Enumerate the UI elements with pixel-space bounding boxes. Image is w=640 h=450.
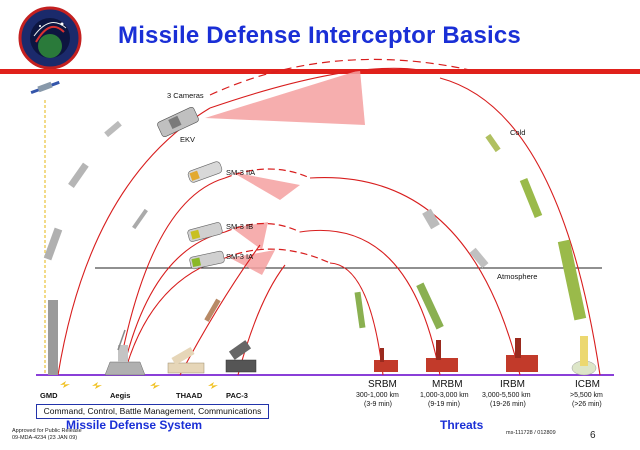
irbm-time: (19-26 min) (490, 401, 526, 408)
doc-code: ms-111728 / 012809 (506, 430, 556, 436)
threats-label: Threats (440, 418, 484, 432)
thaad-missile (204, 298, 221, 322)
sm3-ib-sensor-cone (232, 222, 268, 250)
icbm-rv (485, 133, 501, 153)
icbm-missile (557, 239, 587, 321)
ekv-vehicle (157, 106, 199, 138)
aegis-upper-missile (132, 208, 148, 230)
sm3-iia-dashed (224, 168, 311, 179)
srbm-launcher (374, 348, 398, 372)
srbm-time: (3-9 min) (364, 401, 392, 408)
thaad-launcher (167, 347, 205, 374)
gmd-booster (43, 120, 122, 375)
pac3-label: PAC-3 (226, 391, 248, 400)
icbm-time: (>26 min) (572, 401, 602, 408)
mda-logo (18, 6, 82, 70)
approval-line: Approved for Public Release (12, 428, 82, 434)
sm3-iia-sensor-cone (232, 172, 300, 200)
sm3-ia-label: SM-3 IA (226, 252, 253, 261)
irbm-name: IRBM (500, 379, 525, 390)
missile-defense-system-label: Missile Defense System (66, 418, 203, 432)
sm3-iia-missile (187, 161, 223, 183)
satellite-icon (30, 80, 60, 95)
srbm-name: SRBM (368, 379, 397, 390)
slide-title: Missile Defense Interceptor Basics (118, 22, 521, 49)
srbm-missile (354, 291, 366, 329)
ekv-trajectory (209, 67, 421, 109)
icbm-trajectory (439, 77, 601, 376)
comm-signals (60, 381, 218, 389)
mrbm-range: 1,000-3,000 km (420, 392, 469, 399)
title-rule (0, 69, 640, 74)
cold-label: Cold (510, 128, 525, 137)
page-number: 6 (590, 430, 596, 441)
mrbm-time: (9-19 min) (428, 401, 460, 408)
sm3-iia-trajectory (117, 177, 226, 376)
gmd-label: GMD (40, 391, 58, 400)
approval-code: 09-MDA-4234 (23 JAN 09) (12, 435, 78, 441)
icbm-name: ICBM (575, 379, 600, 390)
sm3-iia-label: SM-3 IIA (226, 168, 255, 177)
irbm-missile (469, 247, 489, 269)
srbm-range: 300-1,000 km (356, 392, 399, 399)
sm3-ib-label: SM-3 IB (226, 222, 253, 231)
ekv-cameras-label: 3 Cameras (167, 91, 204, 100)
ekv-sensor-cone (205, 70, 365, 125)
atmosphere-label: Atmosphere (497, 272, 537, 281)
srbm-trajectory (329, 262, 384, 376)
mrbm-launcher (426, 340, 458, 372)
irbm-launcher (506, 338, 538, 372)
sm3-ia-dashed (224, 248, 331, 264)
pac3-launcher (225, 340, 257, 373)
sm3-ib-trajectory (121, 231, 226, 376)
ekv-label: EKV (180, 135, 195, 144)
mrbm-missile (416, 282, 444, 330)
irbm-range: 3,000-5,500 km (482, 392, 531, 399)
icbm-upper-stage (519, 177, 543, 219)
ekv-dashed (209, 58, 471, 96)
irbm-trajectory (309, 176, 521, 376)
thaad-label: THAAD (176, 391, 203, 400)
sm3-ia-sensor-cone (230, 250, 275, 275)
command-control-box: Command, Control, Battle Management, Com… (36, 404, 269, 419)
mrbm-trajectory (299, 229, 441, 376)
approval-note: Approved for Public Release 09-MDA-4234 … (12, 428, 82, 442)
sm3-ia-missile (189, 250, 225, 270)
thaad-trajectory (179, 244, 261, 376)
irbm-reentry (422, 208, 440, 230)
sm3-ib-missile (187, 222, 223, 242)
aegis-ship (104, 329, 146, 376)
pac3-trajectory (237, 264, 286, 376)
mrbm-name: MRBM (432, 379, 463, 390)
sm3-ib-dashed (224, 223, 301, 233)
aegis-label: Aegis (110, 391, 130, 400)
icbm-range: >5,500 km (570, 392, 603, 399)
icbm-silo (571, 336, 597, 376)
gmd-trajectory (57, 107, 211, 376)
